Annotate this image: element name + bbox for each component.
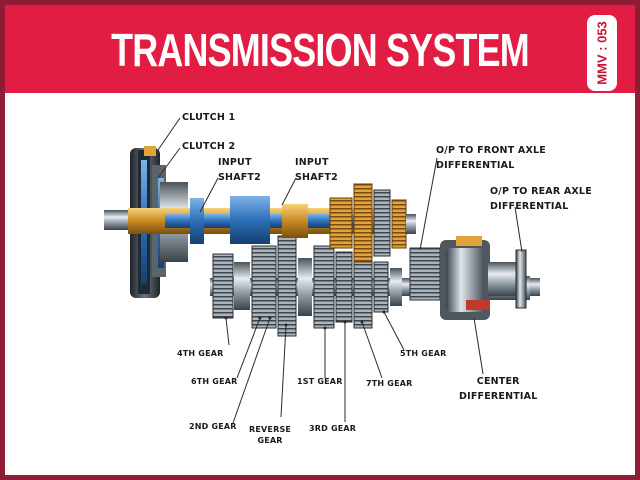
clutch-2-label: CLUTCH 2 (182, 141, 236, 152)
transmission-diagram (104, 117, 540, 424)
gear-7-label: 7TH GEAR (366, 379, 413, 388)
leader-dots (224, 310, 386, 330)
code-badge: MMV : 053 (587, 15, 617, 91)
input-shaft-b-label: INPUT SHAFT2 (295, 157, 338, 183)
title-banner: TRANSMISSION SYSTEM MMV : 053 (5, 5, 635, 93)
gear-2-label: 2ND GEAR (189, 422, 237, 431)
leader-lines (157, 117, 523, 424)
center-differential-assembly (409, 236, 527, 320)
gear-4-label: 4TH GEAR (177, 349, 224, 358)
gear-1-label: 1ST GEAR (297, 377, 343, 386)
gear-5-label: 5TH GEAR (400, 349, 447, 358)
center-differential-label: CENTER DIFFERENTIAL (459, 376, 538, 402)
gear-6-label: 6TH GEAR (191, 377, 238, 386)
input-shaft-a-label: INPUT SHAFT2 (218, 157, 261, 183)
output-gears (329, 183, 416, 263)
counter-shaft-gears (212, 235, 402, 337)
page-frame: TRANSMISSION SYSTEM MMV : 053 (5, 5, 635, 475)
front-axle-output-label: O/P TO FRONT AXLE DIFFERENTIAL (436, 145, 546, 171)
page-title: TRANSMISSION SYSTEM (111, 24, 530, 76)
clutch-1-label: CLUTCH 1 (182, 112, 236, 123)
rear-axle-output-label: O/P TO REAR AXLE DIFFERENTIAL (490, 186, 592, 212)
reverse-gear-label: REVERSE GEAR (249, 425, 292, 445)
gear-3-label: 3RD GEAR (309, 424, 357, 433)
